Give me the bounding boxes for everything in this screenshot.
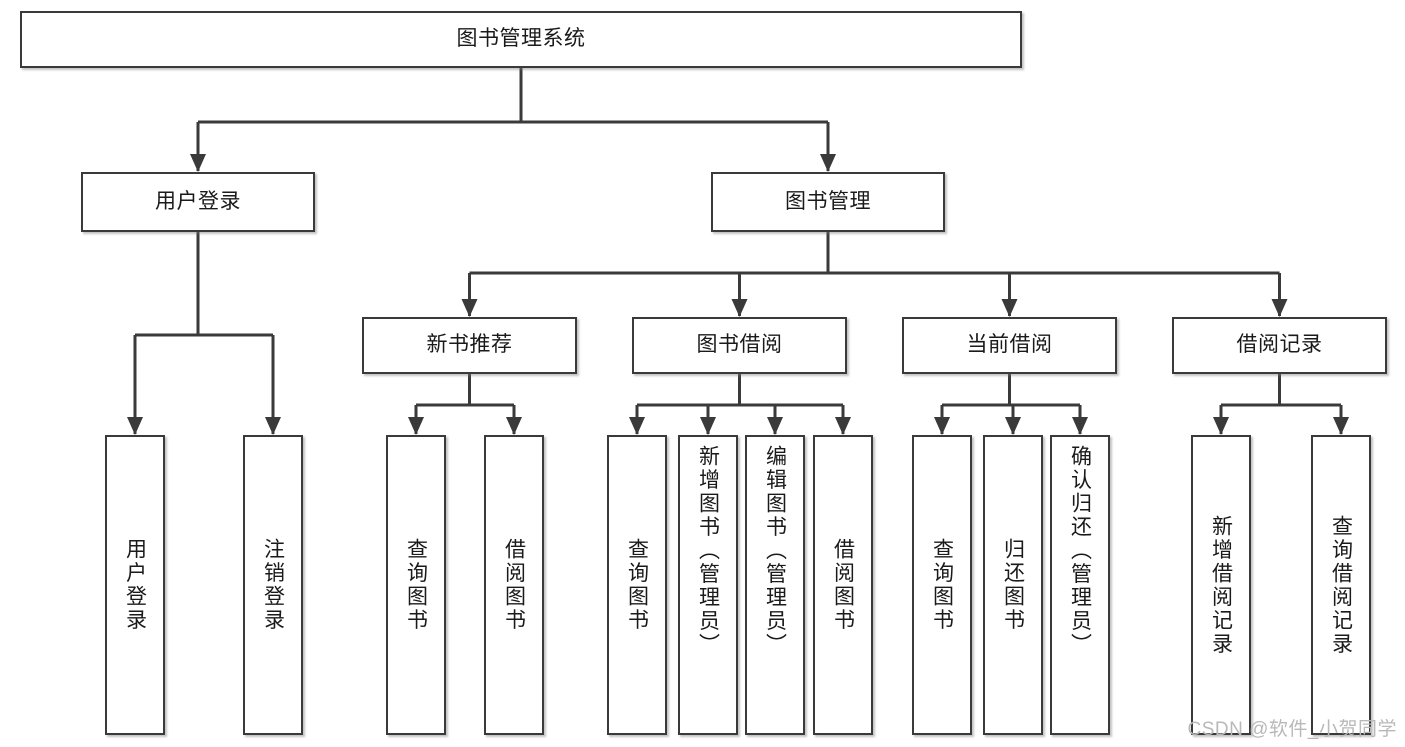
node-leaf_query_book_2[interactable]: 查询图书 [607, 435, 667, 735]
node-book_mgmt[interactable]: 图书管理 [711, 172, 945, 232]
node-leaf_add_record[interactable]: 新增借阅记录 [1191, 435, 1251, 735]
node-label-leaf_borrow_book_2: 借阅图书 [831, 538, 855, 632]
node-label-leaf_return_book: 归还图书 [1001, 538, 1025, 632]
node-leaf_user_login[interactable]: 用户登录 [105, 435, 165, 735]
node-current_borrow[interactable]: 当前借阅 [902, 317, 1117, 374]
node-label-root: 图书管理系统 [456, 27, 586, 51]
arrowhead-user_login-1 [265, 417, 281, 435]
node-label-leaf_borrow_book_1: 借阅图书 [502, 538, 526, 632]
arrowhead-borrow_record-1 [1333, 417, 1349, 435]
arrowhead-book_borrow-3 [835, 417, 851, 435]
arrowhead-root-1 [820, 154, 836, 172]
node-user_login[interactable]: 用户登录 [81, 172, 315, 232]
node-label-leaf_add_book: 新增图书（管理员） [696, 445, 720, 657]
watermark-text: CSDN @软件_小贺同学 [1187, 719, 1397, 740]
node-leaf_confirm_return[interactable]: 确认归还（管理员） [1050, 435, 1110, 735]
node-new_book_rec[interactable]: 新书推荐 [362, 317, 577, 374]
arrowhead-user_login-0 [127, 417, 143, 435]
node-label-current_borrow: 当前借阅 [966, 333, 1053, 357]
node-leaf_logout[interactable]: 注销登录 [243, 435, 303, 735]
arrowhead-book_mgmt-3 [1271, 299, 1288, 317]
node-label-leaf_edit_book: 编辑图书（管理员） [763, 445, 787, 657]
arrowhead-book_borrow-2 [767, 417, 783, 435]
arrowhead-book_borrow-0 [629, 417, 645, 435]
node-leaf_edit_book[interactable]: 编辑图书（管理员） [745, 435, 805, 735]
node-label-leaf_query_record: 查询借阅记录 [1329, 514, 1353, 656]
arrowhead-new_book_rec-1 [506, 417, 522, 435]
node-leaf_borrow_book_2[interactable]: 借阅图书 [813, 435, 873, 735]
node-label-book_borrow: 图书借阅 [696, 333, 783, 357]
node-label-leaf_confirm_return: 确认归还（管理员） [1068, 445, 1092, 657]
node-borrow_record[interactable]: 借阅记录 [1172, 317, 1387, 374]
arrowhead-book_mgmt-1 [731, 299, 748, 317]
node-label-leaf_query_book_1: 查询图书 [404, 538, 428, 632]
node-label-leaf_add_record: 新增借阅记录 [1209, 514, 1233, 656]
node-leaf_query_book_1[interactable]: 查询图书 [386, 435, 446, 735]
arrowhead-book_borrow-1 [700, 417, 716, 435]
node-label-book_mgmt: 图书管理 [785, 189, 871, 213]
arrowhead-book_mgmt-2 [1001, 299, 1018, 317]
node-label-leaf_query_book_2: 查询图书 [625, 538, 649, 632]
arrowhead-book_mgmt-0 [461, 299, 478, 317]
arrowhead-new_book_rec-0 [408, 417, 424, 435]
node-label-new_book_rec: 新书推荐 [426, 333, 513, 357]
node-label-leaf_query_book_3: 查询图书 [930, 538, 954, 632]
arrowhead-current_borrow-1 [1005, 417, 1021, 435]
node-label-user_login: 用户登录 [155, 189, 241, 213]
node-leaf_query_record[interactable]: 查询借阅记录 [1311, 435, 1371, 735]
arrowhead-root-0 [190, 154, 206, 172]
node-label-leaf_user_login: 用户登录 [123, 538, 147, 632]
node-root[interactable]: 图书管理系统 [20, 11, 1022, 68]
node-leaf_query_book_3[interactable]: 查询图书 [912, 435, 972, 735]
node-leaf_add_book[interactable]: 新增图书（管理员） [678, 435, 738, 735]
arrowhead-current_borrow-0 [934, 417, 950, 435]
node-book_borrow[interactable]: 图书借阅 [632, 317, 847, 374]
arrowhead-current_borrow-2 [1072, 417, 1088, 435]
node-leaf_borrow_book_1[interactable]: 借阅图书 [484, 435, 544, 735]
node-label-borrow_record: 借阅记录 [1236, 333, 1323, 357]
node-leaf_return_book[interactable]: 归还图书 [983, 435, 1043, 735]
node-label-leaf_logout: 注销登录 [261, 538, 285, 632]
arrowhead-borrow_record-0 [1213, 417, 1229, 435]
